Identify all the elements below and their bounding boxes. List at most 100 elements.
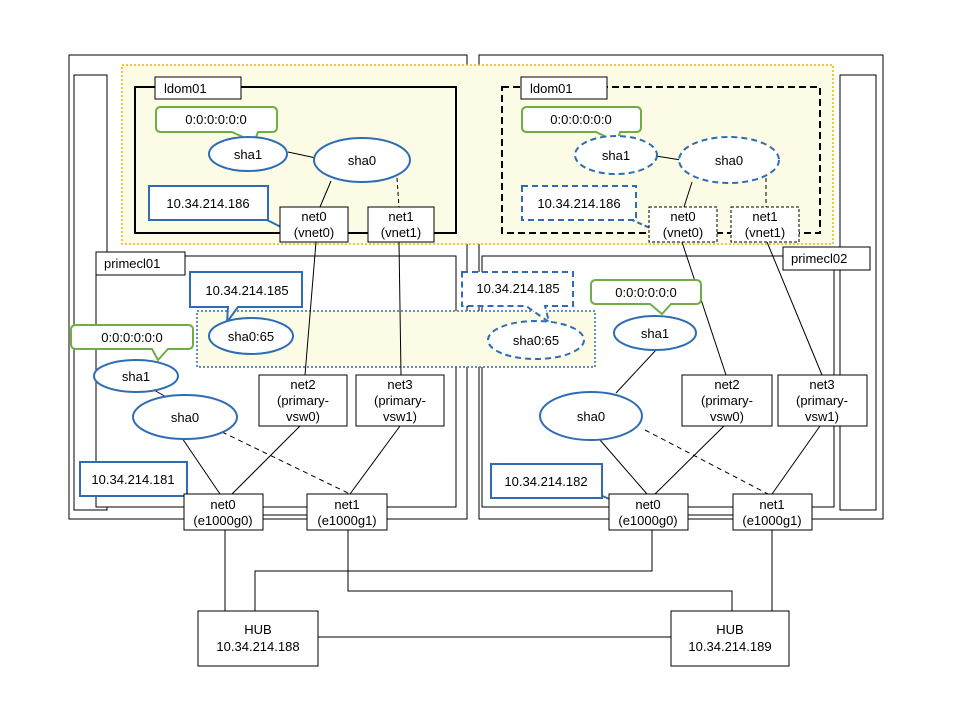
vswitch-net3-left-l1: net3	[387, 377, 412, 392]
interface-sha1-host-left-text: sha1	[122, 369, 150, 384]
nic-net1-e1000g1-right-l2: (e1000g1)	[742, 513, 801, 528]
interface-sha1-ldom-right-text: sha1	[602, 148, 630, 163]
callout-mac-ldom-left-text: 0:0:0:0:0:0	[185, 112, 246, 127]
callout-ip-ldom-right-text: 10.34.214.186	[537, 196, 620, 211]
cable-l-net1-hub189	[347, 530, 733, 611]
links	[151, 151, 823, 638]
interface-sha0-ldom-right-text: sha0	[715, 153, 743, 168]
nic-net0-e1000g0-right-l1: net0	[635, 497, 660, 512]
interface-sha0-host-right-text: sha0	[577, 409, 605, 424]
ldom-label-left-text: ldom01	[164, 81, 207, 96]
link-hostR-sha0-net0	[599, 439, 648, 495]
ldom-label-left: ldom01	[154, 76, 242, 100]
nic-net1-e1000g1-left-l2: (e1000g1)	[317, 513, 376, 528]
nic-net1-vnet1-right-l1: net1	[752, 209, 777, 224]
ldom-label-right-text: ldom01	[530, 81, 573, 96]
nic-net1-vnet1-right-l2: (vnet1)	[745, 225, 785, 240]
link-ldomR-sha0-net0	[683, 181, 693, 208]
host-label-primecl01-text: primecl01	[104, 256, 160, 271]
nic-net1-e1000g1-left: net1 (e1000g1)	[306, 493, 388, 531]
interface-sha0-65-right-text: sha0:65	[513, 333, 559, 348]
nic-net1-vnet1-left-l1: net1	[388, 209, 413, 224]
hub-right-ip: 10.34.214.189	[688, 639, 771, 654]
callout-takeover-ip-right: 10.34.214.185	[461, 271, 574, 325]
hub-left-ip: 10.34.214.188	[216, 639, 299, 654]
callout-ip-host-left: 10.34.214.181	[79, 461, 208, 504]
callout-mac-ldom-left: 0:0:0:0:0:0	[155, 106, 278, 144]
vswitch-net3-right-l2: (primary-	[796, 393, 848, 408]
host-label-primecl02-text: primecl02	[791, 251, 847, 266]
interface-sha1-ldom-left-text: sha1	[234, 147, 262, 162]
inner-frame-right	[839, 74, 877, 511]
vswitch-net3-right-l3: vsw1)	[805, 409, 839, 424]
vswitch-net2-left-l3: vsw0)	[286, 409, 320, 424]
vswitch-net3-left-l2: (primary-	[374, 393, 426, 408]
link-vnet0-vsw0-right	[681, 241, 727, 376]
nic-net0-vnet0-left-l2: (vnet0)	[294, 225, 334, 240]
link-hostL-sha0-net0	[181, 437, 221, 495]
vswitch-net2-right-l3: vsw0)	[710, 409, 744, 424]
callout-mac-host-left-text: 0:0:0:0:0:0	[101, 330, 162, 345]
interface-sha1-ldom-left: sha1	[208, 136, 288, 172]
vswitch-net3-right: net3 (primary- vsw1)	[777, 374, 868, 427]
nic-net0-e1000g0-left-l2: (e1000g0)	[193, 513, 252, 528]
vswitch-net3-left-l3: vsw1)	[383, 409, 417, 424]
vswitch-net2-left-l1: net2	[290, 377, 315, 392]
nic-net1-e1000g1-left-l1: net1	[334, 497, 359, 512]
interface-sha0-65-left-text: sha0:65	[228, 329, 274, 344]
callout-mac-ldom-right-text: 0:0:0:0:0:0	[550, 112, 611, 127]
nic-net1-e1000g1-right: net1 (e1000g1)	[732, 493, 813, 531]
vswitch-net2-right: net2 (primary- vsw0)	[681, 374, 773, 427]
vswitch-net2-right-l1: net2	[714, 377, 739, 392]
interface-sha1-host-right: sha1	[613, 315, 697, 351]
callout-takeover-ip-left-text: 10.34.214.185	[205, 283, 288, 298]
interface-sha1-ldom-right: sha1	[574, 135, 658, 175]
nic-net1-vnet1-left: net1 (vnet1)	[367, 206, 435, 243]
callout-ip-host-left-text: 10.34.214.181	[91, 472, 174, 487]
host-label-primecl02: primecl02	[782, 246, 871, 271]
link-hostL-sha0-net1	[221, 431, 351, 495]
nic-net0-vnet0-right-l1: net0	[670, 209, 695, 224]
cable-r-net0-hub188	[254, 530, 653, 611]
interface-sha0-ldom-left: sha0	[313, 137, 411, 183]
hub-right: HUB 10.34.214.189	[670, 610, 790, 667]
callout-ip-ldom-left-text: 10.34.214.186	[166, 196, 249, 211]
callout-mac-host-right: 0:0:0:0:0:0	[590, 279, 702, 316]
vswitch-net3-left: net3 (primary- vsw1)	[355, 374, 445, 427]
nic-net0-vnet0-right-l2: (vnet0)	[663, 225, 703, 240]
callout-mac-ldom-right: 0:0:0:0:0:0	[521, 106, 642, 144]
link-vnet1-vsw1-left	[398, 241, 402, 376]
interface-sha0-ldom-right: sha0	[678, 136, 780, 184]
link-ldomL-sha0-net0	[319, 180, 332, 208]
link-ldomR-sha1-sha0	[655, 155, 682, 161]
interface-sha0-65-right: sha0:65	[487, 320, 585, 360]
host-label-primecl01: primecl01	[95, 251, 186, 276]
nic-net0-e1000g0-left-l1: net0	[210, 497, 235, 512]
interface-sha0-ldom-left-text: sha0	[348, 153, 376, 168]
nic-net0-e1000g0-left: net0 (e1000g0)	[183, 493, 264, 531]
link-ldomL-sha0-net1	[396, 177, 400, 208]
callout-ip-host-right: 10.34.214.182	[490, 463, 626, 507]
vswitch-net2-left-l2: (primary-	[277, 393, 329, 408]
nic-net0-e1000g0-right-l2: (e1000g0)	[618, 513, 677, 528]
hub-right-name: HUB	[716, 622, 743, 637]
callout-ip-ldom-right: 10.34.214.186	[521, 185, 651, 229]
link-hostR-sha1-sha0	[615, 349, 657, 394]
interface-sha1-host-left: sha1	[93, 359, 179, 393]
link-ldomL-sha1-sha0	[287, 151, 317, 159]
callout-mac-host-left: 0:0:0:0:0:0	[70, 324, 194, 362]
vswitch-net2-left: net2 (primary- vsw0)	[258, 374, 348, 427]
link-hostR-vsw1-net1	[771, 425, 821, 495]
nic-net0-vnet0-left-l1: net0	[301, 209, 326, 224]
interface-sha0-host-right: sha0	[539, 391, 643, 441]
callout-takeover-ip-right-text: 10.34.214.185	[476, 281, 559, 296]
nic-net0-vnet0-left: net0 (vnet0)	[279, 206, 349, 243]
link-vnet0-vsw0-left	[304, 241, 317, 376]
nic-net0-e1000g0-right: net0 (e1000g0)	[608, 493, 689, 531]
interface-sha0-65-left: sha0:65	[208, 317, 294, 355]
nic-net0-vnet0-right: net0 (vnet0)	[648, 206, 718, 243]
link-hostL-vsw0-net0	[231, 425, 301, 495]
link-hostL-vsw1-net1	[349, 425, 401, 495]
vswitch-net2-right-l2: (primary-	[701, 393, 753, 408]
